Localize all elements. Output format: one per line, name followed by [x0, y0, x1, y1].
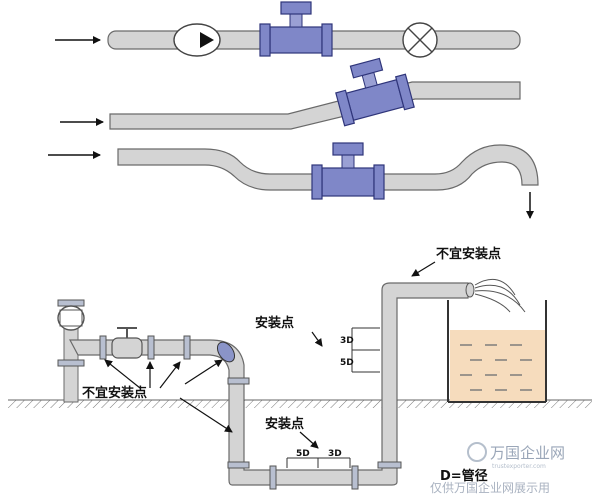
label-install-point-lower: 安装点: [265, 416, 304, 432]
watermark-logo-icon: [467, 442, 487, 462]
leader-arrows: [104, 261, 436, 449]
row3-dip-pipeline: [48, 142, 539, 219]
row2-flowmeter: [335, 57, 415, 127]
row2-pipe: [109, 81, 521, 130]
label-diameter-note: D=管径: [440, 468, 488, 484]
vertical-dimension-bracket: [351, 327, 380, 373]
row1-flowmeter: [259, 1, 333, 57]
row3-flowmeter: [311, 142, 385, 200]
row1-horizontal-pipeline: [55, 1, 521, 58]
label-not-suitable-top: 不宜安装点: [436, 246, 501, 262]
label-dim-3d-vertical: 3D: [340, 336, 354, 346]
watermark-footer: 仅供万国企业网展示用: [430, 480, 550, 495]
label-install-point-upper: 安装点: [255, 315, 294, 331]
outlet-spray: [465, 278, 526, 313]
liquid-tank: [447, 300, 547, 403]
pump-icon: [173, 23, 221, 57]
elbow-flange-icon: [216, 341, 236, 363]
watermark-url: trustexporter.com: [492, 463, 546, 470]
gate-valve-icon: [111, 327, 143, 359]
watermark-brand: 万国企业网: [490, 444, 565, 462]
label-dim-5d-vertical: 5D: [340, 358, 354, 368]
row2-inclined-pipeline: [60, 57, 521, 130]
label-dim-5d-horizontal: 5D: [296, 449, 310, 459]
valve-icon: [402, 22, 438, 58]
label-dim-3d-horizontal: 3D: [328, 449, 342, 459]
label-not-suitable-left: 不宜安装点: [82, 385, 147, 401]
bottom-main-pipe: [69, 282, 469, 490]
horizontal-dimension-bracket: [286, 457, 351, 468]
watermark: 万国企业网 trustexporter.com 仅供万国企业网展示用: [430, 442, 565, 495]
row3-pipe: [117, 144, 539, 191]
